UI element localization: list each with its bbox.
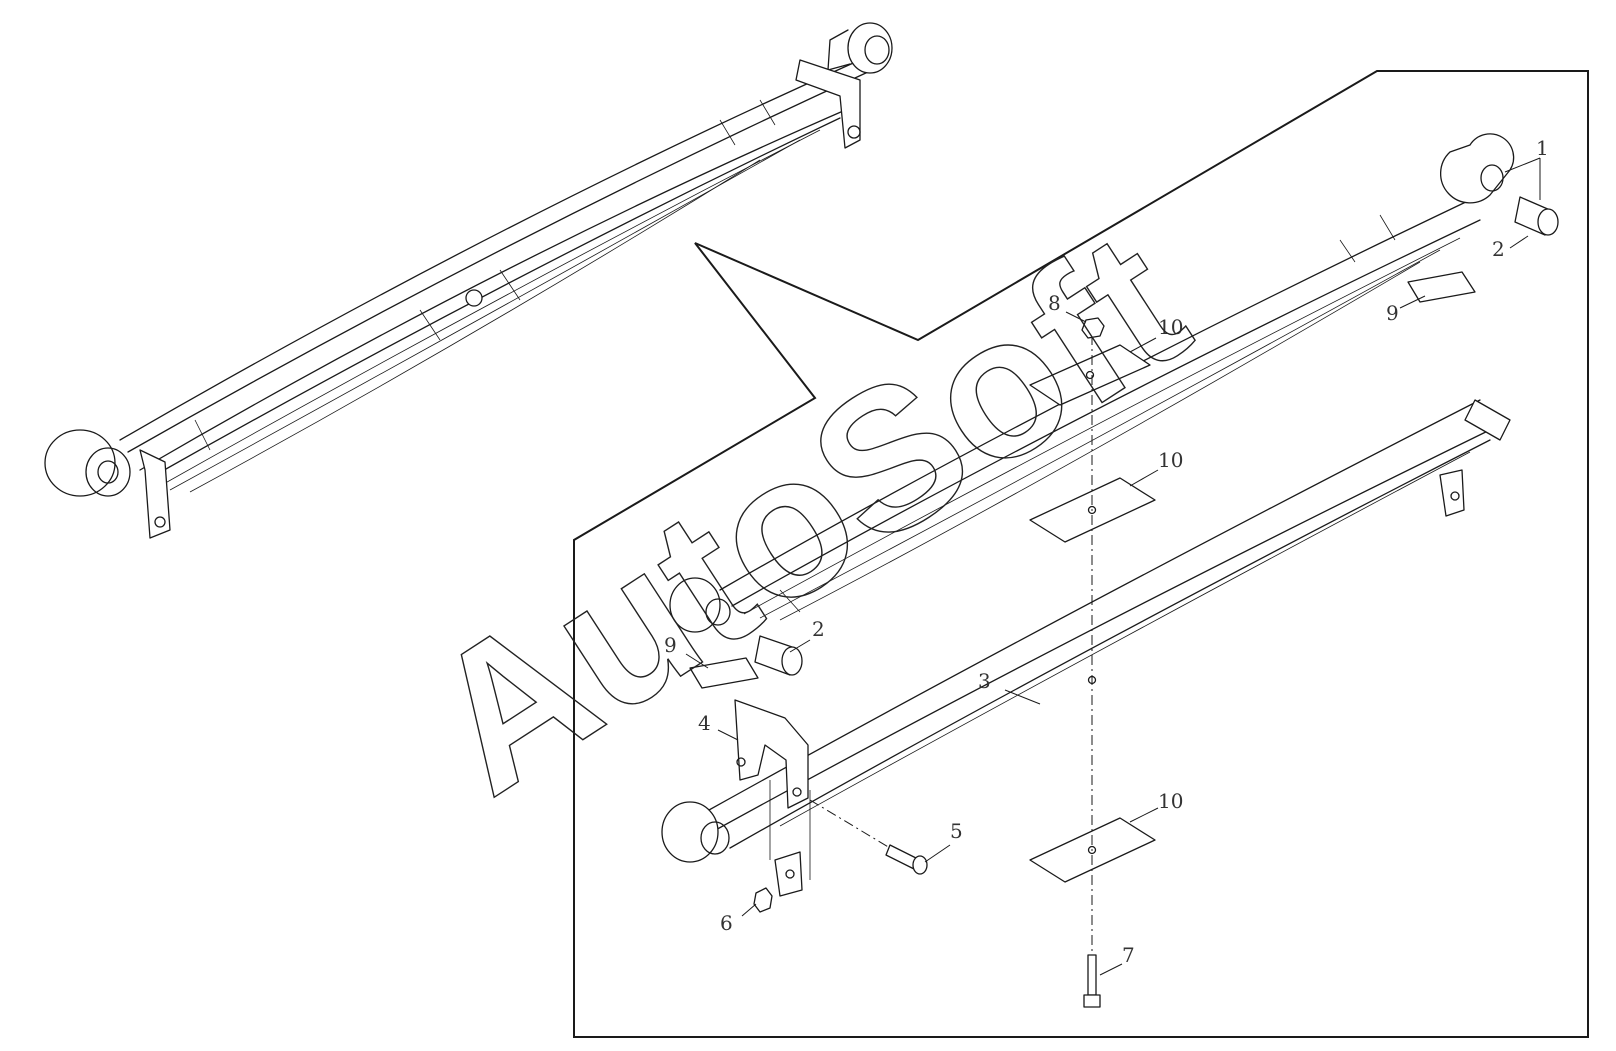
callout-8: 8 — [1048, 291, 1061, 315]
callout-4: 4 — [698, 711, 711, 735]
center-bolt-nut — [465, 289, 483, 307]
callout-2-rear: 2 — [812, 617, 825, 641]
callout-10-bottom: 10 — [1158, 789, 1183, 813]
plate-top — [1029, 344, 1151, 406]
bushing-rear — [754, 635, 803, 676]
center-bolt-nut-exploded — [1081, 317, 1105, 339]
shackle-bolt-axis — [809, 799, 891, 849]
callout-10-middle: 10 — [1158, 448, 1183, 472]
callout-6: 6 — [720, 911, 733, 935]
main-leaf-front-eye — [1440, 133, 1515, 204]
assembled-leaf-spring — [44, 22, 893, 539]
callout-1: 1 — [1536, 136, 1549, 160]
bushing-front — [1514, 196, 1559, 236]
pad-front — [1407, 271, 1476, 303]
shackle-nut — [753, 887, 773, 913]
callout-9-rear: 9 — [664, 633, 677, 657]
callout-10-top: 10 — [1158, 315, 1183, 339]
pad-rear — [689, 657, 759, 689]
callout-5: 5 — [950, 819, 963, 843]
rear-spring-eye — [44, 429, 116, 497]
center-bolt — [1083, 954, 1101, 1008]
shackle — [734, 699, 809, 809]
front-spring-eye — [847, 22, 893, 74]
callout-9-front: 9 — [1386, 301, 1399, 325]
shackle-bolt — [885, 844, 928, 875]
leader-lines — [685, 157, 1541, 976]
callout-2-front: 2 — [1492, 237, 1505, 261]
callout-7: 7 — [1122, 943, 1135, 967]
callout-3: 3 — [978, 669, 991, 693]
detail-frame — [573, 70, 1589, 1038]
main-leaf-spring — [669, 133, 1515, 633]
